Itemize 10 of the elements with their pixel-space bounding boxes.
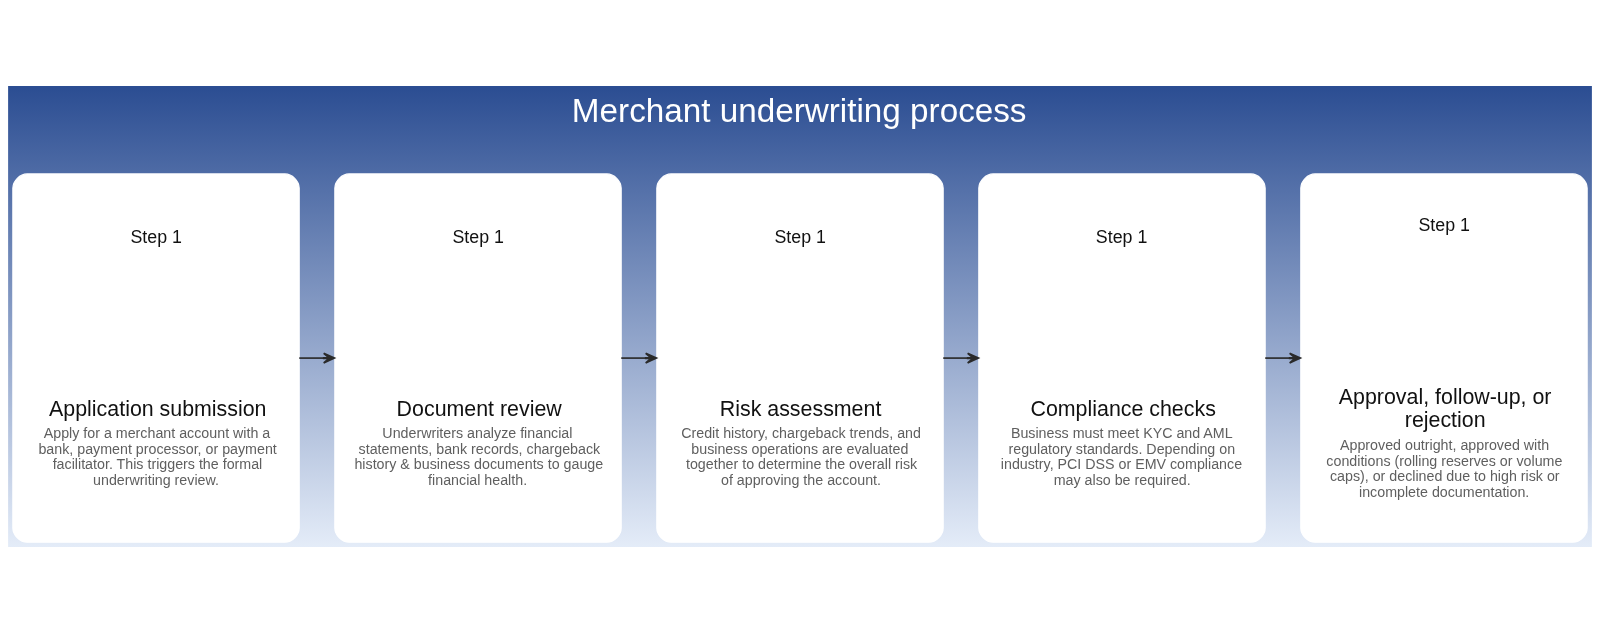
arrow — [1264, 351, 1302, 364]
node-box: Step 1 Risk assessment Credit history, chargeback trends, and business operations are evaluated together to determine the overall risk of approving the account. — [656, 172, 944, 543]
node-box: Step 1 Compliance checks Business must meet KYC and AML regulatory standards. Depending on industry, PCI DSS or EMV compliance may also be required. — [978, 172, 1266, 543]
node-box: Step 1 Document review Underwriters analyze financial statements, bank records, chargeback history & business documents to gauge financial health. — [334, 172, 622, 543]
arrow — [620, 351, 658, 364]
node-box: Step 1 Approval, follow-up, or rejection Approved outright, approved with conditions (rolling reserves or volume caps), or declined due to high risk or incomplete documentation. — [1300, 172, 1588, 543]
node-box: Step 1 Application submission Apply for a merchant account with a bank, payment processor, or payment facilitator. This triggers the formal underwriting review. — [12, 172, 300, 543]
arrow — [298, 351, 336, 364]
diagram-title: Merchant underwriting process — [571, 91, 1027, 129]
arrow — [942, 351, 980, 364]
